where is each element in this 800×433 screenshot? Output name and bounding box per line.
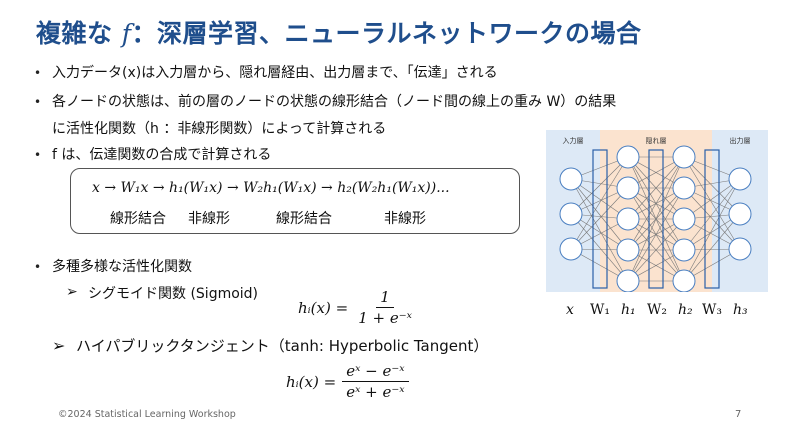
- formula-label-nonlinear-2: 非線形: [384, 211, 426, 227]
- label-h2: h₂: [678, 302, 693, 318]
- sigmoid-numerator: 1: [376, 288, 394, 308]
- arrow-bullet-icon: ➢: [52, 336, 66, 355]
- input-node: [559, 237, 583, 261]
- network-edge: [683, 178, 741, 251]
- bullet-dot-icon: •: [34, 66, 42, 80]
- output-node: [728, 167, 752, 191]
- output-node: [728, 237, 752, 261]
- sigmoid-lhs: hᵢ(x) =: [298, 298, 349, 317]
- tanh-fraction: eˣ − e⁻ˣ eˣ + e⁻ˣ: [342, 362, 409, 401]
- network-edge: [683, 187, 741, 250]
- title-suffix: ：深層学習、ニューラルネットワークの場合: [131, 19, 642, 48]
- sigmoid-label: シグモイド関数 (Sigmoid): [88, 286, 259, 302]
- input-node: [559, 202, 583, 226]
- hidden2-node: [672, 176, 696, 200]
- title-prefix: 複雑な: [36, 19, 113, 48]
- output-node: [728, 202, 752, 226]
- network-edge: [570, 187, 629, 250]
- formula-box: [70, 168, 520, 234]
- hidden2-node: [672, 207, 696, 231]
- hidden1-node: [616, 269, 640, 292]
- network-edge: [627, 218, 685, 282]
- formula-label-linear-2: 線形結合: [276, 211, 332, 227]
- network-edge: [683, 156, 741, 215]
- hidden2-node: [672, 238, 696, 262]
- bullet-dot-icon: •: [34, 148, 42, 162]
- network-edge: [627, 156, 685, 220]
- composition-formula: x → W₁x → h₁(W₁x) → W₂h₁(W₁x) → h₂(W₂h₁(…: [92, 180, 450, 196]
- bullet-1: 入力データ(x)は入力層から、隠れ層経由、出力層まで、「伝達」される: [52, 65, 498, 81]
- bullet-4: 多種多様な活性化関数: [52, 259, 192, 275]
- weight-box-w2: [648, 149, 664, 289]
- network-edge: [570, 156, 629, 215]
- footer-copyright: ©2024 Statistical Learning Workshop: [58, 409, 236, 420]
- weight-box-w1: [592, 149, 608, 289]
- tanh-numerator: eˣ − e⁻ˣ: [342, 362, 409, 382]
- label-h3: h₃: [733, 302, 748, 318]
- tanh-denominator: eˣ + e⁻ˣ: [346, 383, 405, 401]
- network-edge: [627, 187, 685, 282]
- network-edge: [683, 156, 741, 250]
- tanh-lhs: hᵢ(x) =: [286, 372, 337, 391]
- bullet-2-line-1: 各ノードの状態は、前の層のノードの状態の線形結合（ノード間の線上の重み W）の結…: [52, 94, 617, 110]
- bullet-3: f は、伝達関数の合成で計算される: [52, 147, 272, 163]
- formula-label-linear-1: 線形結合: [110, 211, 166, 227]
- label-w3: W₃: [702, 302, 723, 318]
- sigmoid-denominator: 1 + e⁻ˣ: [358, 309, 412, 327]
- hidden1-node: [616, 145, 640, 169]
- hidden1-node: [616, 207, 640, 231]
- tanh-label: ハイパブリックタンジェント（tanh: Hyperbolic Tangent）: [76, 337, 489, 355]
- network-edge: [683, 178, 741, 282]
- tanh-formula: hᵢ(x) = eˣ − e⁻ˣ eˣ + e⁻ˣ: [286, 362, 409, 401]
- network-edge: [570, 213, 629, 282]
- sigmoid-formula: hᵢ(x) = 1 1 + e⁻ˣ: [298, 288, 416, 327]
- label-w2: W₂: [647, 302, 668, 318]
- weight-box-w3: [704, 149, 720, 289]
- page-number: 7: [735, 409, 742, 420]
- network-edge: [570, 178, 629, 282]
- input-layer-label: 入力層: [563, 136, 584, 145]
- network-edge: [570, 156, 629, 250]
- network-edge: [683, 213, 741, 282]
- arrow-bullet-icon: ➢: [66, 284, 78, 300]
- network-edge: [627, 156, 685, 282]
- formula-label-nonlinear-1: 非線形: [188, 211, 230, 227]
- sigmoid-fraction: 1 1 + e⁻ˣ: [354, 288, 416, 327]
- bullet-2-line-2: に活性化関数（h ：非線形関数）によって計算される: [52, 121, 387, 137]
- label-x: x: [566, 302, 574, 318]
- hidden1-node: [616, 238, 640, 262]
- label-h1: h₁: [621, 302, 636, 318]
- bullet-dot-icon: •: [34, 260, 42, 274]
- page-title: 複雑な f：深層学習、ニューラルネットワークの場合: [36, 14, 642, 50]
- hidden2-node: [672, 145, 696, 169]
- output-layer-label: 出力層: [730, 136, 751, 145]
- network-edge: [627, 156, 685, 251]
- label-w1: W₁: [590, 302, 611, 318]
- network-nodes: [559, 145, 752, 292]
- hidden2-node: [672, 269, 696, 292]
- network-edge: [570, 178, 629, 251]
- hidden-layer-label: 隠れ層: [646, 136, 667, 145]
- bullet-dot-icon: •: [34, 95, 42, 109]
- title-f-variable: f: [121, 19, 132, 48]
- hidden1-node: [616, 176, 640, 200]
- input-node: [559, 167, 583, 191]
- network-edge: [570, 178, 629, 220]
- neural-network-diagram: 入力層 隠れ層 出力層: [546, 130, 768, 292]
